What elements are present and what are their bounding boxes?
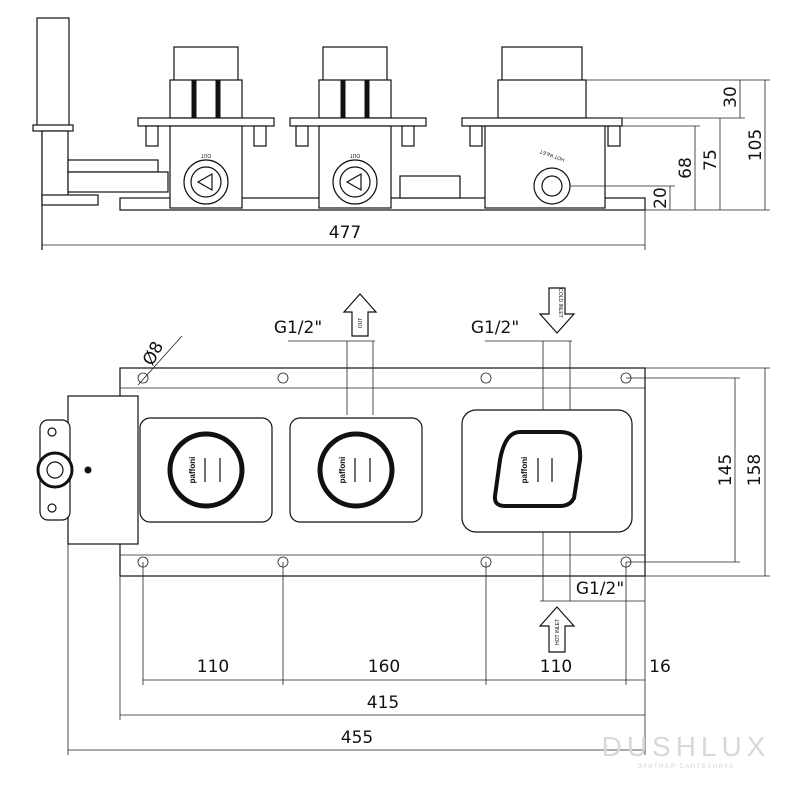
dim-160: 160 [368,657,400,677]
arrow-up-icon [538,606,576,653]
arrow-down-icon [538,287,576,334]
arrow-label: HOT INLET [555,619,561,645]
thread-label-out: G1/2" [274,318,322,338]
side-view: OUT OUT HOT INLET 477 [32,17,770,250]
handle-cap [32,124,74,132]
watermark-name: DUSHLUX [602,731,771,762]
port-label: OUT [201,152,212,158]
dim-30: 30 [721,86,741,108]
handle-rod [36,17,70,127]
dim-20: 20 [651,187,671,209]
dim-75: 75 [701,149,721,171]
dim-145: 145 [716,454,736,486]
dim-16: 16 [649,657,671,677]
side-bracket [67,395,139,545]
valve-module-1 [137,46,275,209]
port-label: OUT [350,152,361,158]
arrow-label: COLD INLET [557,288,563,317]
watermark-tagline: ЭЛИТНАЯ САНТЕХНИКА [637,764,735,770]
module-plate-1: paffoni [139,417,273,523]
brand-label: paffoni [188,457,197,484]
dim-415: 415 [367,693,399,713]
thread-label-cold: G1/2" [471,318,519,338]
dim-hole-diameter: Ø8 [139,338,168,369]
diverter-knob [36,451,74,489]
dim-110-right: 110 [540,657,572,677]
valve-module-2 [289,46,427,209]
arrow-up-icon [342,293,378,337]
brand-label: paffoni [338,457,347,484]
dim-105: 105 [746,129,766,161]
watermark-logo: DUSHLUX ЭЛИТНАЯ САНТЕХНИКА [602,731,771,770]
dim-158: 158 [745,454,765,486]
brand-label: paffoni [520,457,529,484]
dim-455: 455 [341,728,373,748]
dim-width-477: 477 [329,223,361,243]
module-plate-2: paffoni [289,417,423,523]
dim-110-left: 110 [197,657,229,677]
dim-68: 68 [676,157,696,179]
thread-label-hot: G1/2" [576,579,624,599]
valve-module-3 [461,46,623,209]
module-plate-3: paffoni [461,409,633,533]
arrow-label: OUT [358,318,364,329]
plan-view: paffoni paffoni paffoni Ø8 G1/2" OUT G1/… [36,287,770,755]
